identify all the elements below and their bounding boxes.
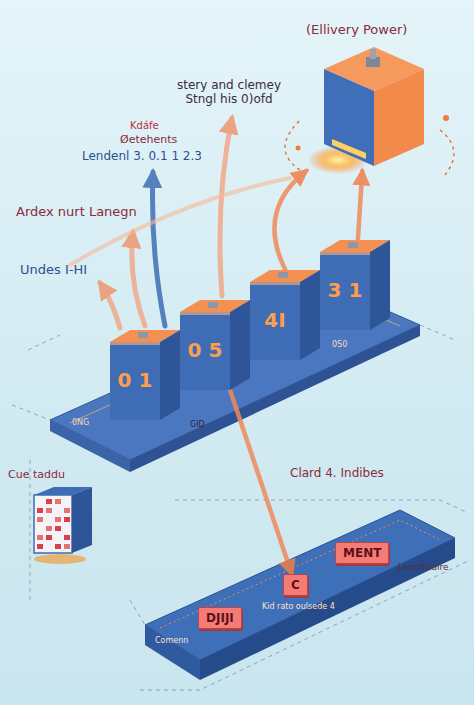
node-heading: (Ellivery Power): [300, 22, 434, 37]
cube-number: 3 1: [320, 240, 370, 302]
annotation-label: Undes I-HI: [20, 262, 87, 278]
node-heading: Cue taddu: [8, 468, 94, 481]
cube-number: 0 1: [110, 330, 160, 392]
flow-arrow: [230, 390, 292, 574]
annotation-label: Clard 4. Indibes: [290, 466, 384, 480]
power-cube: [314, 41, 434, 171]
tile-text: C: [291, 578, 300, 592]
power-node: (Ellivery Power): [300, 22, 434, 171]
annotation-label: Kid rato oulsede 4: [262, 602, 335, 612]
tile-text: MENT: [343, 546, 381, 560]
cue-node: Cue taddu: [8, 468, 94, 565]
annotation-label: 0NG: [72, 418, 89, 428]
cube-node: 3 1: [320, 240, 390, 330]
annotation-label: GID: [190, 420, 205, 430]
annotation-label: Ardex nurt Lanegn: [16, 204, 137, 220]
cube-number: 4I: [250, 270, 300, 332]
annotation-label: stery and clemey Stngl his 0)ofd: [170, 78, 288, 107]
tile-node: MENT: [335, 542, 389, 564]
tile-node: DJIJI: [198, 607, 242, 629]
annotation-label: Lenndnuire: [398, 562, 448, 573]
annotation-label: 0S0: [332, 340, 347, 350]
annotation-label: Comenn: [155, 636, 188, 646]
annotation-label: Kdáfe: [130, 120, 159, 132]
flow-arrow: [274, 171, 306, 270]
cube-node: 0 5: [180, 300, 250, 390]
annotation-label: Øetehents: [120, 133, 177, 146]
flow-arrow: [358, 171, 362, 240]
tile-node: C: [283, 574, 308, 596]
cue-box: [30, 485, 94, 565]
tile-text: DJIJI: [206, 611, 234, 625]
cube-node: 0 1: [110, 330, 180, 420]
cube-number: 0 5: [180, 300, 230, 362]
cube-node: 4I: [250, 270, 320, 360]
annotation-label: Lendenl 3. 0.1 1 2.3: [82, 149, 202, 163]
